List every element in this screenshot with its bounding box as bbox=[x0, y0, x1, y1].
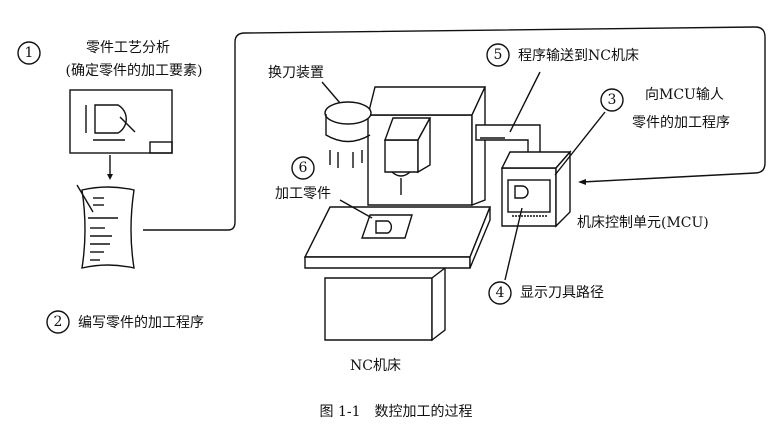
nc-machine-illustration bbox=[303, 86, 572, 342]
flow-arrowhead-icon bbox=[578, 179, 586, 185]
step-2-label: 编写零件的加工程序 bbox=[78, 315, 204, 331]
step-4-label: 显示刀具路径 bbox=[520, 285, 604, 301]
step-1-number: 1 bbox=[25, 45, 34, 61]
program-sheet-icon bbox=[76, 184, 135, 269]
step-3-number: 3 bbox=[608, 92, 617, 108]
step-2-number: 2 bbox=[54, 314, 63, 330]
step-6-marker bbox=[291, 156, 315, 180]
step-5-marker bbox=[486, 43, 510, 67]
tool-changer-label: 换刀装置 bbox=[268, 64, 324, 81]
step-5-number: 5 bbox=[494, 47, 503, 63]
step-2-marker bbox=[46, 310, 70, 334]
step-3-line2: 零件的加工程序 bbox=[632, 115, 730, 131]
nc-machine-label: NC机床 bbox=[350, 358, 401, 374]
step-5-label: 程序输送到NC机床 bbox=[518, 48, 639, 64]
step-6-number: 6 bbox=[299, 160, 308, 176]
step-1-title: 零件工艺分析 bbox=[86, 40, 170, 56]
step-3-marker bbox=[600, 88, 624, 112]
step-1-marker bbox=[17, 41, 41, 65]
step-3-line1: 向MCU输人 bbox=[645, 87, 724, 103]
step-4-marker bbox=[488, 281, 512, 305]
figure-caption: 图 1-1 数控加工的过程 bbox=[320, 404, 473, 420]
step-6-label: 加工零件 bbox=[275, 186, 331, 202]
step-1-subtitle: (确定零件的加工要素) bbox=[66, 63, 203, 79]
mcu-label: 机床控制单元(MCU) bbox=[577, 215, 709, 231]
step-4-number: 4 bbox=[496, 285, 505, 301]
part-drawing-icon bbox=[69, 89, 173, 154]
program-flow-line bbox=[143, 26, 766, 231]
